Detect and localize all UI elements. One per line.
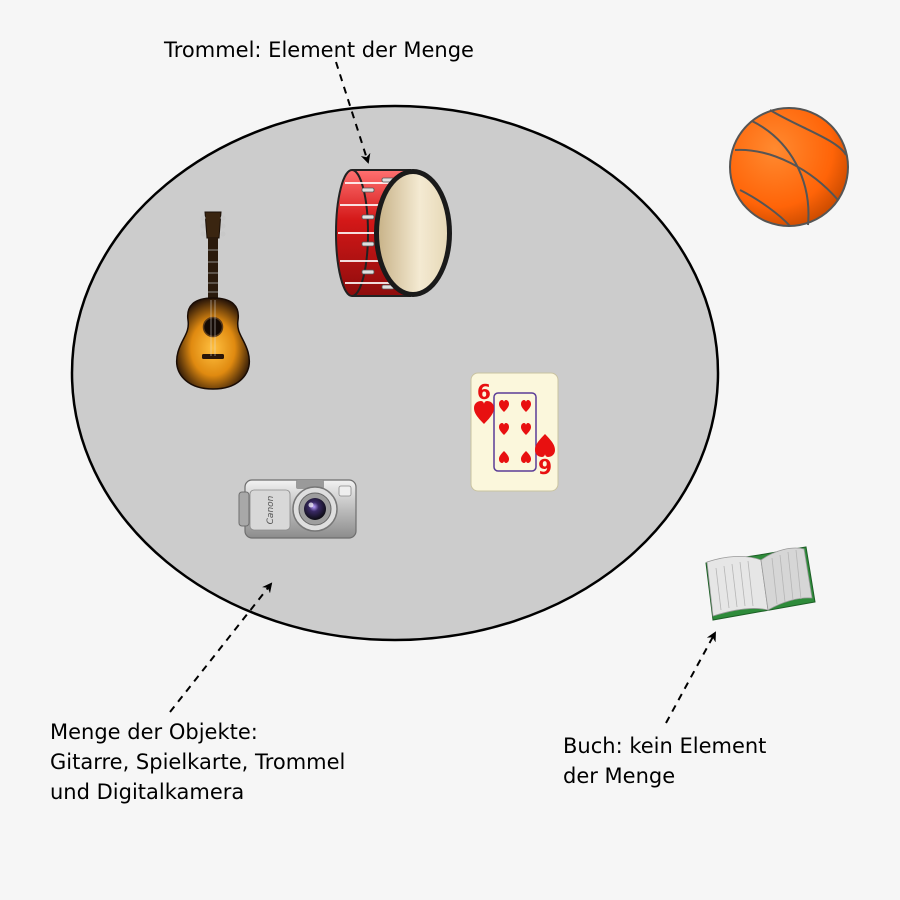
card-suit-top <box>474 401 494 424</box>
set-caption-line-1: Menge der Objekte: <box>50 720 258 744</box>
camera-brand: Canon <box>266 495 276 524</box>
drum-icon <box>335 169 452 297</box>
set-arrow <box>169 582 273 713</box>
camera-icon: Canon <box>238 479 357 539</box>
book-caption-line-2: der Menge <box>563 764 676 788</box>
drum-arrow <box>335 61 371 164</box>
book-arrow <box>665 631 716 724</box>
guitar-icon <box>176 211 250 390</box>
drum-caption: Trommel: Element der Menge <box>164 38 474 62</box>
set-caption-line-3: und Digitalkamera <box>50 780 245 804</box>
book-caption-line-1: Buch: kein Element <box>563 734 767 758</box>
basketball-icon <box>729 107 849 227</box>
book-icon <box>705 546 816 621</box>
book-caption: Buch: kein Element der Menge <box>563 731 766 791</box>
set-caption-line-2: Gitarre, Spielkarte, Trommel <box>50 750 346 774</box>
card-rank-bottom: 6 <box>538 454 552 478</box>
card-rank-top: 6 <box>477 380 491 404</box>
playing-card-icon: 6 6 <box>470 372 559 492</box>
set-caption: Menge der Objekte: Gitarre, Spielkarte, … <box>50 717 345 807</box>
set-ellipse <box>70 104 720 642</box>
